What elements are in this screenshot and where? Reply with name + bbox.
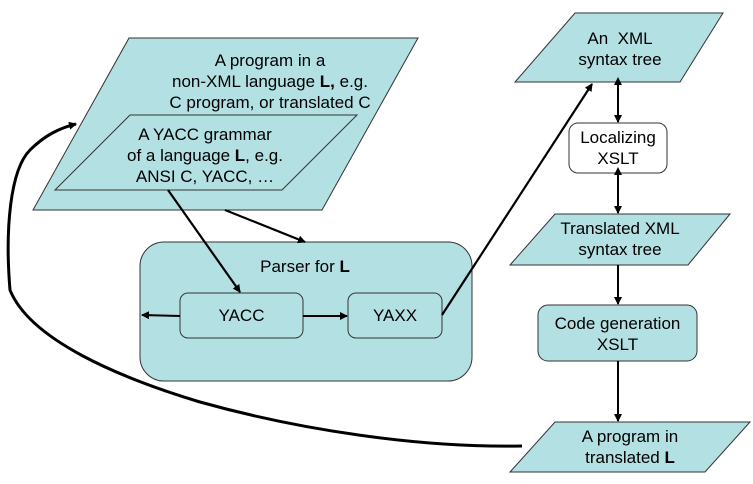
parser-label: Parser for L [260,257,350,276]
program-translated-shape [508,421,752,473]
yacc-grammar-label: A YACC grammar of a language L, e.g. ANS… [127,125,283,186]
program-translated-label: A program in translated L [581,427,679,467]
yacc-label: YACC [218,306,265,325]
xml-tree-label: An XML syntax tree [578,29,662,69]
arrow-yacc-out-left [141,311,181,320]
arrow-program-to-parser [224,208,306,244]
arrow-feedback-loop [6,121,523,448]
xml-tree-shape [513,12,724,83]
program-non-xml-label: A program in a non-XML language L, e.g. … [169,51,371,112]
arrow-grammar-to-yacc [167,189,241,293]
yaxx-label: YAXX [372,306,418,325]
localizing-label: Localizing XSLT [580,128,656,168]
parser-shape [139,241,473,382]
yacc-grammar-shape [53,114,359,191]
codegen-label: Code generation XSLT [554,314,681,354]
yaxx-shape [347,292,443,339]
translated-tree-label: Translated XML syntax tree [560,219,680,259]
translated-tree-shape [508,213,732,266]
arrow-yaxx-to-xml-tree [441,83,593,316]
